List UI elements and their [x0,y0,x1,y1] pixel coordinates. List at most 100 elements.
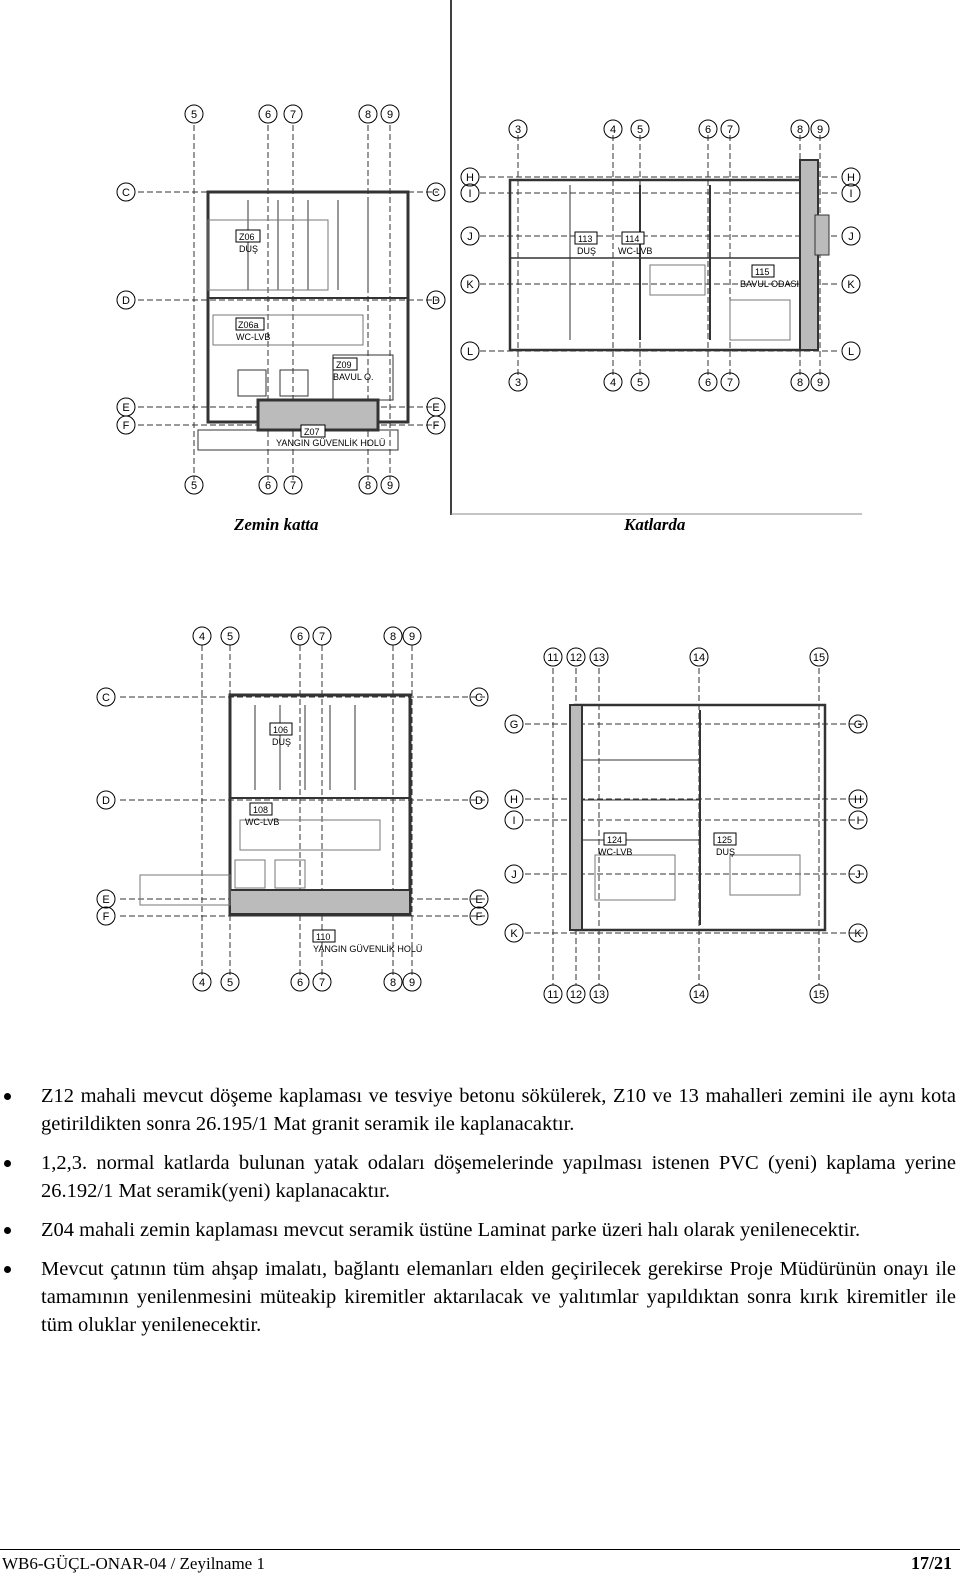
svg-text:8: 8 [390,631,396,643]
svg-text:I: I [849,188,852,200]
svg-text:113: 113 [578,234,592,244]
svg-text:115: 115 [755,267,769,277]
svg-text:5: 5 [191,109,197,121]
svg-text:K: K [847,279,855,291]
svg-text:J: J [855,869,861,881]
svg-text:C: C [102,692,110,704]
svg-text:6: 6 [297,977,303,989]
note-text: Mevcut çatının tüm ahşap imalatı, bağlan… [41,1258,956,1336]
svg-text:6: 6 [705,124,711,136]
svg-text:DUŞ: DUŞ [239,244,258,254]
svg-text:4: 4 [199,631,205,643]
svg-text:YANGIN GÜVENLİK HOLÜ: YANGIN GÜVENLİK HOLÜ [313,944,422,954]
svg-text:8: 8 [797,124,803,136]
svg-text:G: G [510,719,519,731]
svg-text:J: J [848,231,854,243]
svg-text:14: 14 [693,652,705,664]
svg-text:114: 114 [625,234,639,244]
svg-text:D: D [102,795,110,807]
svg-text:11: 11 [547,989,558,1001]
svg-text:9: 9 [817,377,823,389]
svg-text:7: 7 [319,977,325,989]
svg-text:15: 15 [813,652,825,664]
svg-text:3: 3 [515,377,521,389]
svg-text:108: 108 [253,805,268,815]
svg-text:DUŞ: DUŞ [577,246,596,256]
svg-text:L: L [848,346,854,358]
svg-text:DUŞ: DUŞ [272,737,291,747]
list-item: Z12 mahali mevcut döşeme kaplaması ve te… [0,1082,960,1138]
list-item: 1,2,3. normal katlarda bulunan yatak oda… [0,1149,960,1205]
svg-text:Z06a: Z06a [238,320,259,330]
svg-text:11: 11 [547,652,558,664]
svg-text:5: 5 [227,631,233,643]
svg-text:E: E [432,402,439,414]
svg-text:J: J [467,231,473,243]
svg-text:C: C [122,187,130,199]
svg-text:Z07: Z07 [304,427,320,437]
svg-text:G: G [854,719,863,731]
svg-text:8: 8 [797,377,803,389]
svg-text:D: D [122,295,130,307]
svg-text:E: E [122,402,129,414]
svg-text:H: H [854,794,862,806]
page-number: 17/21 [910,1553,952,1573]
svg-text:5: 5 [637,377,643,389]
svg-text:7: 7 [290,109,296,121]
list-item: Mevcut çatının tüm ahşap imalatı, bağlan… [0,1255,960,1339]
svg-text:5: 5 [637,124,643,136]
note-text: Z04 mahali zemin kaplaması mevcut serami… [41,1219,861,1241]
svg-text:E: E [102,894,109,906]
svg-text:7: 7 [290,480,296,492]
svg-text:12: 12 [570,652,582,664]
svg-text:C: C [475,692,483,704]
svg-text:H: H [466,172,474,184]
notes-list: Z12 mahali mevcut döşeme kaplaması ve te… [0,1082,960,1350]
svg-text:14: 14 [693,989,705,1001]
svg-text:YANGIN GÜVENLİK HOLÜ: YANGIN GÜVENLİK HOLÜ [276,438,385,448]
svg-text:7: 7 [727,124,733,136]
svg-text:Z06: Z06 [239,232,255,242]
svg-text:WC-LVB: WC-LVB [236,332,270,342]
svg-text:4: 4 [610,377,616,389]
svg-text:5: 5 [191,480,197,492]
bullet-icon [4,1266,11,1273]
svg-text:WC-LVB: WC-LVB [245,817,279,827]
svg-text:125: 125 [717,835,732,845]
svg-text:L: L [467,346,473,358]
svg-text:12: 12 [570,989,582,1001]
page-footer: WB6-GÜÇL-ONAR-04 / Zeyilname 1 17/21 [0,1549,960,1576]
svg-text:F: F [123,420,130,432]
svg-text:WC-LVB: WC-LVB [618,246,652,256]
svg-text:H: H [847,172,855,184]
svg-text:D: D [432,295,440,307]
svg-text:E: E [475,894,482,906]
svg-text:BAVUL ODASI: BAVUL ODASI [740,279,799,289]
svg-text:DUŞ: DUŞ [716,847,735,857]
typical-floor-plan: 3 4 5 6 7 8 9 3 4 5 6 7 8 9 H I J K L H … [450,0,870,515]
svg-text:J: J [511,869,517,881]
svg-text:106: 106 [273,725,288,735]
svg-text:4: 4 [610,124,616,136]
svg-text:13: 13 [593,989,605,1001]
bullet-icon [4,1160,11,1167]
document-id: WB6-GÜÇL-ONAR-04 / Zeyilname 1 [2,1554,265,1573]
svg-text:13: 13 [593,652,605,664]
svg-text:I: I [512,815,515,827]
svg-text:I: I [468,188,471,200]
svg-text:8: 8 [390,977,396,989]
svg-text:H: H [510,794,518,806]
floor-plan-lower-right: 11 12 13 14 15 11 12 13 14 15 G H I J K … [500,640,880,1010]
floor-plan-lower-left: 4 5 6 7 8 9 4 5 6 7 8 9 C D E F C D E F … [90,620,510,1000]
svg-text:I: I [856,815,859,827]
svg-text:6: 6 [265,109,271,121]
svg-text:K: K [854,928,862,940]
bullet-icon [4,1093,11,1100]
svg-text:BAVUL O.: BAVUL O. [333,372,374,382]
note-text: 1,2,3. normal katlarda bulunan yatak oda… [41,1152,956,1202]
svg-text:Z09: Z09 [336,360,352,370]
svg-text:7: 7 [727,377,733,389]
svg-text:9: 9 [409,631,415,643]
caption-typical-floors: Katlarda [624,515,686,534]
